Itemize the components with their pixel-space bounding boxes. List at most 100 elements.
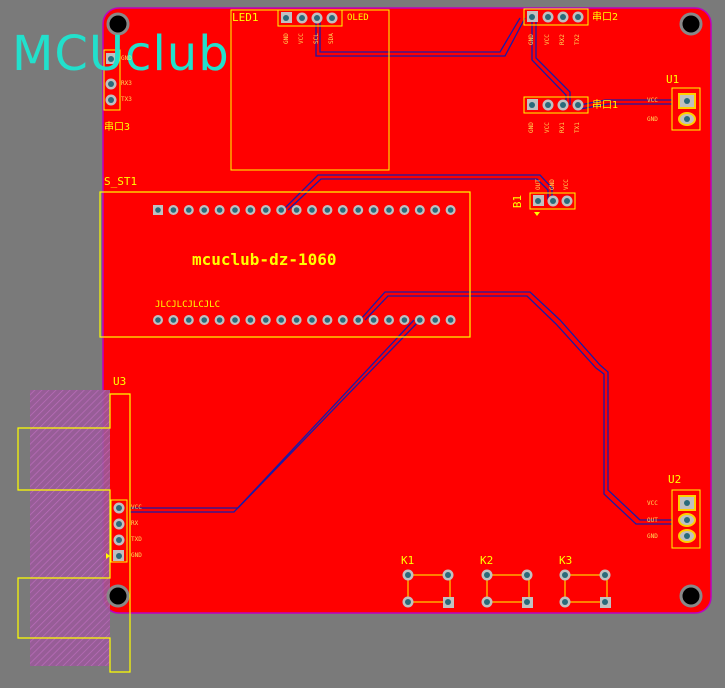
pin-label: OUT <box>535 179 542 190</box>
b1-pads <box>533 195 573 207</box>
port1-label: 串口1 <box>592 100 619 111</box>
module-outline <box>99 191 471 338</box>
pin-label: TX1 <box>574 122 581 133</box>
u2-outline <box>671 489 701 549</box>
trace <box>364 295 672 525</box>
pad-hole <box>247 207 254 213</box>
trace <box>579 103 672 110</box>
pad-hole <box>186 207 192 213</box>
pin-label: VCC <box>544 122 551 133</box>
switch-k3[interactable] <box>559 569 612 609</box>
port2-pads <box>527 11 584 23</box>
pad-hole <box>247 317 254 323</box>
pin-label: VCC <box>647 97 658 104</box>
port3-outline <box>103 49 121 111</box>
pad-hole <box>155 207 161 213</box>
pad-hole <box>447 207 454 213</box>
pad-hole <box>278 317 285 323</box>
pad-hole <box>232 317 238 323</box>
u2-label: U2 <box>668 473 682 486</box>
pin-label: VCC <box>563 179 570 190</box>
pad-hole <box>186 317 192 323</box>
u3-keepout-zone <box>30 390 110 666</box>
trace <box>282 174 553 211</box>
u1-pads <box>678 93 696 126</box>
module-top-pads <box>153 205 456 215</box>
pin-label: GND <box>647 116 658 123</box>
u1-outline <box>671 87 701 131</box>
pin-label: GND <box>549 179 556 190</box>
pad-hole <box>386 317 392 323</box>
pad-hole <box>201 207 207 213</box>
port1-pads <box>527 99 584 111</box>
pin-label: VCC <box>131 504 142 511</box>
pad-hole <box>340 317 346 323</box>
u3-outline <box>17 393 131 673</box>
trace <box>535 18 571 105</box>
pad-hole <box>447 317 454 323</box>
port3-label: 串口3 <box>104 122 131 133</box>
mount-hole-tr <box>679 12 703 36</box>
module-bottom-pads <box>153 315 456 325</box>
pad-hole <box>355 317 362 323</box>
pin-label: RX1 <box>559 122 566 133</box>
pin-label: RX3 <box>121 80 132 87</box>
pad-hole <box>201 317 207 323</box>
pin-label: OUT <box>647 517 658 524</box>
pin-label: GND <box>131 552 142 559</box>
trace <box>130 319 415 513</box>
b1-pin1-marker <box>534 212 540 216</box>
pin-label: GND <box>528 122 535 133</box>
b1-label: B1 <box>511 194 525 209</box>
pad-hole <box>324 207 331 213</box>
pad-hole <box>293 317 300 323</box>
pad-hole <box>309 207 315 213</box>
pin-label: SDA <box>328 33 335 44</box>
module-label: S_ST1 <box>104 175 138 188</box>
u2-pads <box>678 495 696 543</box>
pin-label: VCC <box>544 34 551 45</box>
pad-hole <box>340 207 346 213</box>
u3-label: U3 <box>113 375 127 388</box>
pin-label: GND <box>528 34 535 45</box>
pad-hole <box>432 317 439 323</box>
mount-hole-tl <box>106 12 130 36</box>
switch-k2[interactable] <box>481 569 534 609</box>
pad-hole <box>216 317 223 323</box>
port3-pads <box>105 53 117 106</box>
switch-k1[interactable] <box>402 569 455 609</box>
pad <box>283 15 289 21</box>
board-outline <box>102 7 712 614</box>
pin-label: VCC <box>647 500 658 507</box>
u3-pin1-marker <box>106 553 110 559</box>
mcuclub-logo: MCUclub <box>12 26 230 82</box>
mounting-holes <box>106 12 703 608</box>
k1-label: K1 <box>401 554 415 567</box>
pin-label: GND <box>121 55 132 62</box>
pad-hole <box>401 317 408 323</box>
pad-hole <box>401 207 408 213</box>
mount-hole-br <box>679 584 703 608</box>
oled-header-outline <box>277 9 343 27</box>
oled-header-pads <box>281 12 338 24</box>
pad-hole <box>170 207 177 213</box>
oled-label: OLED <box>347 13 369 23</box>
k2-label: K2 <box>480 554 494 567</box>
k3-label: K3 <box>559 554 573 567</box>
pad-hole <box>432 207 439 213</box>
pad-hole <box>417 207 423 213</box>
pad-hole <box>386 207 392 213</box>
board-title: mcuclub-dz-1060 <box>192 250 337 269</box>
traces <box>130 17 672 525</box>
pin-label: GND <box>283 33 290 44</box>
pin-label: VCC <box>298 33 305 44</box>
pin-label: SCL <box>313 33 320 44</box>
pad-hole <box>355 207 362 213</box>
u1-label: U1 <box>666 73 680 86</box>
u3-pads <box>113 502 125 561</box>
trace <box>531 18 567 105</box>
pad-hole <box>170 317 177 323</box>
b1-outline <box>529 192 576 210</box>
